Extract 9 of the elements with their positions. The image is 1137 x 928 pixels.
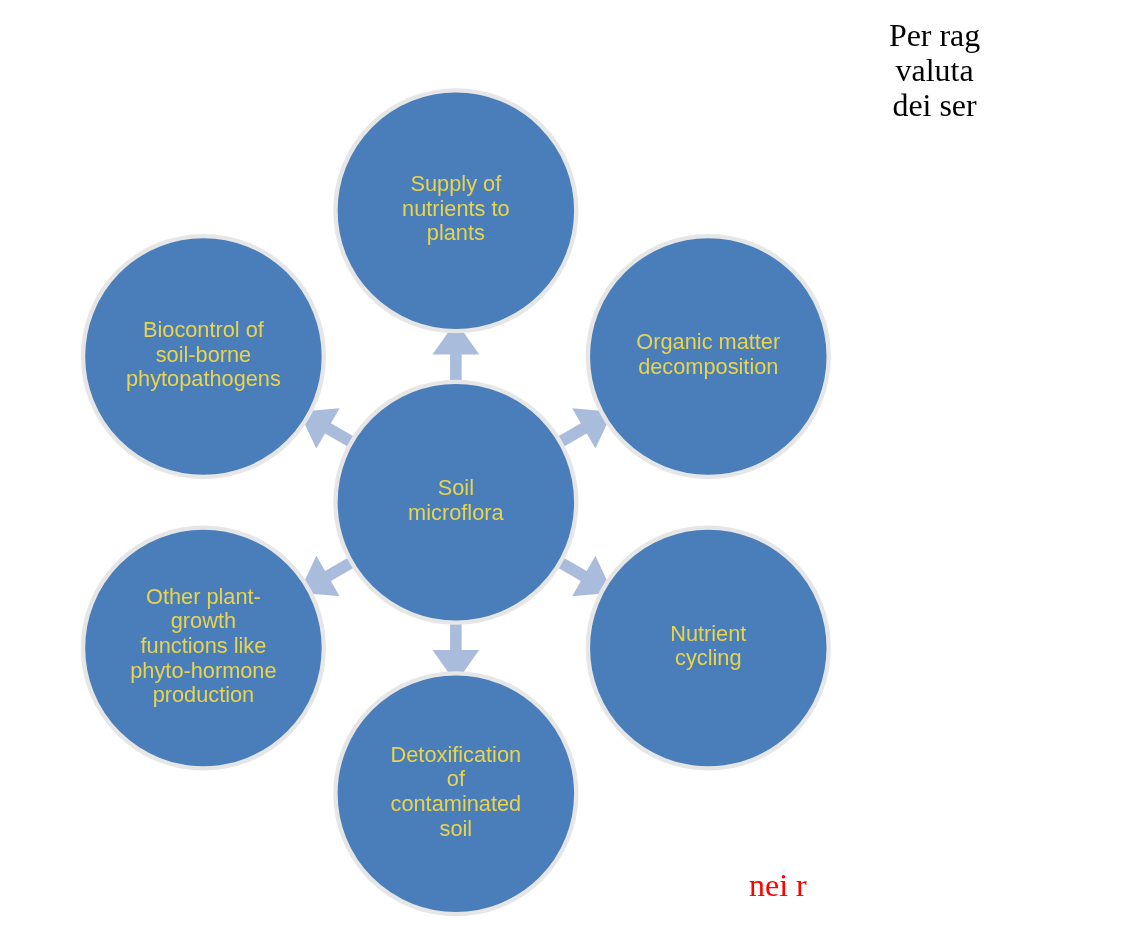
node-circle: Nutrient cycling bbox=[585, 524, 831, 771]
node-circle: Supply of nutrients to plants bbox=[332, 87, 578, 333]
node-circle: Other plant-growth functions like phyto-hormone production bbox=[80, 524, 326, 771]
label: nei r bbox=[748, 867, 807, 903]
node-circle: Detoxification of contaminated soil bbox=[332, 670, 578, 916]
label: Per rag valuta dei ser bbox=[888, 17, 980, 123]
node-circle: Biocontrol of soil-borne phytopathogens bbox=[80, 233, 326, 479]
node-circle: Organic matter decomposition bbox=[585, 233, 831, 479]
node-circle: Soil microflora bbox=[332, 379, 578, 625]
